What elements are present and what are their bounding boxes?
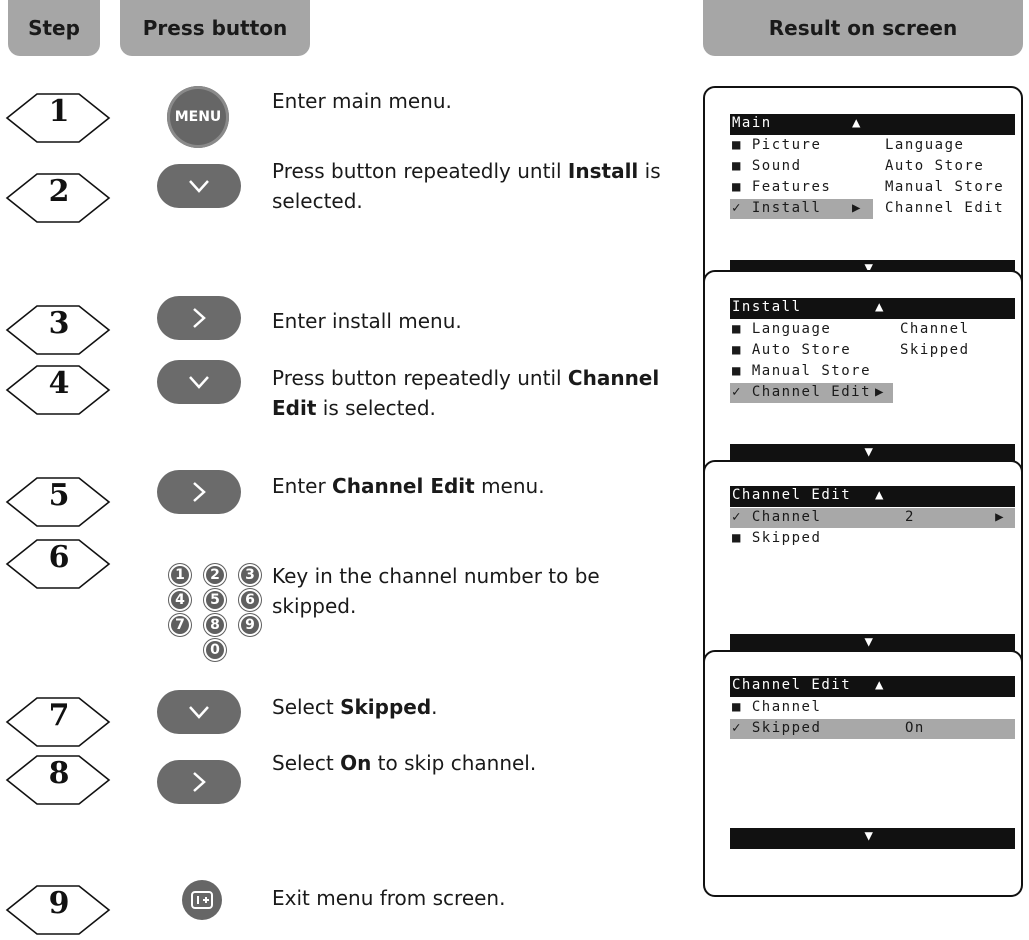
step-number: 8 (48, 756, 70, 791)
step-5-text: Enter Channel Edit menu. (272, 474, 545, 498)
digit-2-button[interactable]: 2 (204, 564, 226, 586)
info-exit-button[interactable] (182, 880, 222, 920)
menu-bottom-bar: ▼ (730, 828, 1015, 849)
menu-row: ■ Picture Language (732, 137, 965, 153)
step-arrow-icon (5, 477, 111, 527)
menu-row: ■ Features Manual Store (732, 179, 1005, 195)
chevron-right-icon (193, 772, 206, 792)
menu-title-bar: Install▲ (730, 298, 1015, 319)
step-number: 6 (48, 540, 70, 575)
menu-row-selected: ✓ Skipped On (730, 719, 1015, 739)
menu-row-selected: ✓ Channel Edit ▶ (730, 383, 1015, 403)
chevron-down-icon (189, 376, 209, 389)
chevron-right-icon (193, 482, 206, 502)
menu-row: ■ Skipped (732, 530, 822, 546)
step-8-text: Select On to skip channel. (272, 751, 537, 775)
step-8-badge: 8 (3, 750, 115, 810)
step-1-text: Enter main menu. (272, 89, 452, 113)
step-arrow-icon (5, 539, 111, 589)
digit-6-button[interactable]: 6 (239, 589, 261, 611)
menu-button[interactable]: MENU (167, 86, 229, 148)
digit-0-button[interactable]: 0 (204, 639, 226, 661)
step-7-text: Select Skipped. (272, 695, 438, 719)
number-keypad: 1 2 3 4 5 6 7 8 9 0 (167, 562, 263, 661)
step-6-text: Key in the channel number to be skipped. (272, 564, 600, 618)
step-5-badge: 5 (3, 472, 115, 532)
step-4-text: Press button repeatedly until Channel Ed… (272, 366, 660, 420)
chevron-down-icon (189, 706, 209, 719)
step-number: 7 (48, 698, 70, 733)
menu-row-selected: ✓ Channel 2 ▶ (730, 508, 1015, 528)
step-7-badge: 7 (3, 692, 115, 752)
screen-install-menu: Install▲ ■ Language Channel ■ Auto Store… (703, 270, 1023, 488)
step-3-text: Enter install menu. (272, 309, 462, 333)
menu-row: ■ Manual Store (732, 363, 872, 379)
step-6-badge: 6 (3, 534, 115, 594)
step-number: 3 (48, 306, 70, 341)
step-number: 1 (48, 94, 70, 129)
step-9-text: Exit menu from screen. (272, 886, 506, 910)
cursor-down-button[interactable] (157, 164, 241, 208)
screen-channel-edit-skipped: Channel Edit▲ ■ Channel ✓ Skipped On ▼ (703, 650, 1023, 897)
menu-bottom-bar: ▼ (730, 634, 1015, 655)
step-2-text: Press button repeatedly until Install is… (272, 159, 661, 213)
menu-row: ■ Channel (732, 699, 822, 715)
screen-channel-edit: Channel Edit▲ ✓ Channel 2 ▶ ■ Skipped ▼ (703, 460, 1023, 678)
menu-row: ■ Sound Auto Store (732, 158, 985, 174)
step-4-badge: 4 (3, 360, 115, 420)
digit-8-button[interactable]: 8 (204, 614, 226, 636)
step-number: 2 (48, 174, 70, 209)
menu-row: ■ Language Channel (732, 321, 970, 337)
step-arrow-icon (5, 365, 111, 415)
digit-5-button[interactable]: 5 (204, 589, 226, 611)
digit-7-button[interactable]: 7 (169, 614, 191, 636)
result-column-header: Result on screen (703, 0, 1023, 56)
info-plus-icon (191, 891, 213, 909)
step-number: 4 (48, 366, 70, 401)
step-arrow-icon (5, 755, 111, 805)
menu-title-bar: Main▲ (730, 114, 1015, 135)
step-2-badge: 2 (3, 168, 115, 228)
step-number: 5 (48, 478, 70, 513)
menu-row: ■ Auto Store Skipped (732, 342, 970, 358)
digit-9-button[interactable]: 9 (239, 614, 261, 636)
menu-title-bar: Channel Edit▲ (730, 486, 1015, 507)
digit-3-button[interactable]: 3 (239, 564, 261, 586)
step-number: 9 (48, 886, 70, 921)
digit-1-button[interactable]: 1 (169, 564, 191, 586)
press-button-column-header: Press button (120, 0, 310, 56)
menu-bottom-bar: ▼ (730, 444, 1015, 465)
cursor-right-button[interactable] (157, 760, 241, 804)
menu-row-selected: ✓ Install ▶ Channel Edit (730, 199, 1015, 219)
menu-title-bar: Channel Edit▲ (730, 676, 1015, 697)
step-arrow-icon (5, 93, 111, 143)
chevron-right-icon (193, 308, 206, 328)
cursor-right-button[interactable] (157, 470, 241, 514)
step-arrow-icon (5, 173, 111, 223)
chevron-down-icon (189, 180, 209, 193)
digit-4-button[interactable]: 4 (169, 589, 191, 611)
step-arrow-icon (5, 697, 111, 747)
cursor-right-button[interactable] (157, 296, 241, 340)
step-1-badge: 1 (3, 88, 115, 148)
step-column-header: Step (8, 0, 100, 56)
step-3-badge: 3 (3, 300, 115, 360)
step-arrow-icon (5, 305, 111, 355)
cursor-down-button[interactable] (157, 690, 241, 734)
step-9-badge: 9 (3, 880, 115, 940)
cursor-down-button[interactable] (157, 360, 241, 404)
